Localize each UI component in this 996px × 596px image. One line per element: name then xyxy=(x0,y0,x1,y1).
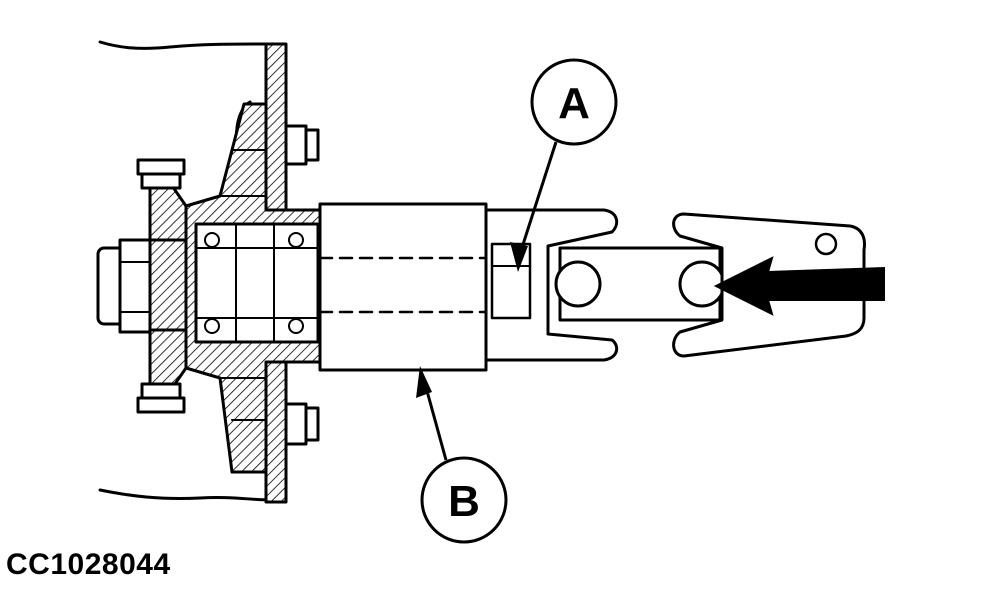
left-pivot-pin xyxy=(554,260,602,308)
callout-b-label: B xyxy=(448,477,480,526)
coupling-sleeve xyxy=(318,202,488,372)
bearing-balls xyxy=(204,232,304,334)
callout-a: A xyxy=(510,58,618,272)
right-pivot-pin xyxy=(678,260,726,308)
callout-b: B xyxy=(416,366,508,544)
figure-id-label: CC1028044 xyxy=(6,548,171,581)
upper-flange-bolt xyxy=(136,158,186,190)
grease-fitting xyxy=(814,232,838,256)
bearing-inner-races xyxy=(195,223,319,343)
bearing-cavity xyxy=(194,222,320,344)
lower-flange-bolt xyxy=(136,382,186,414)
yoke-slot xyxy=(490,242,532,320)
hub xyxy=(148,238,188,332)
direction-arrow xyxy=(713,256,885,316)
shaft-nut xyxy=(96,238,152,334)
hidden-shaft-lines xyxy=(318,256,488,314)
housing-break-lines xyxy=(98,40,274,502)
callout-a-label: A xyxy=(558,79,590,128)
